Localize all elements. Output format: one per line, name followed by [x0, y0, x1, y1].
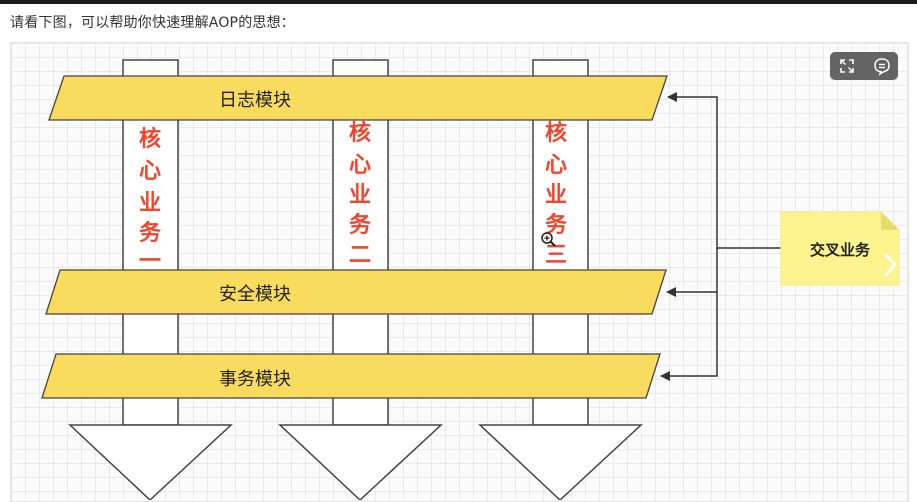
core-2-char-2: 心	[349, 153, 371, 178]
cross-cutting-note-label: 交叉业务	[810, 241, 871, 259]
core-1-char-3: 业	[139, 191, 161, 216]
core-1-char-1: 核	[139, 126, 161, 152]
zoom-cursor-icon	[541, 232, 556, 247]
core-2-char-5: 二	[349, 243, 371, 268]
top-bar	[0, 0, 917, 4]
module-security[interactable]: 安全模块	[45, 269, 667, 315]
core-2-char-3: 业	[349, 183, 371, 208]
core-3-char-2: 心	[545, 153, 567, 178]
module-log-label: 日志模块	[219, 90, 291, 111]
core-1-char-2: 心	[139, 159, 161, 184]
intro-text: 请看下图，可以帮助你快速理解AOP的思想：	[10, 15, 295, 31]
expand-icon[interactable]	[837, 56, 857, 76]
cross-cutting-connectors	[660, 92, 781, 381]
module-transaction[interactable]: 事务模块	[41, 353, 661, 399]
core-3-char-3: 业	[545, 183, 567, 208]
core-3-char-1: 核	[545, 120, 567, 146]
module-transaction-label: 事务模块	[219, 369, 291, 390]
core-3-char-5: 三	[545, 243, 567, 268]
core-2-char-1: 核	[349, 120, 371, 146]
module-log[interactable]: 日志模块	[48, 75, 668, 121]
comment-icon[interactable]	[872, 56, 892, 76]
cross-cutting-note[interactable]: 交叉业务	[780, 211, 900, 286]
diagram-toolbar	[830, 52, 898, 80]
core-1-char-4: 务	[139, 221, 162, 246]
chevron-right-icon[interactable]	[880, 250, 900, 280]
core-2-char-4: 务	[349, 213, 372, 238]
core-3-char-4: 务	[545, 213, 568, 238]
module-security-label: 安全模块	[219, 284, 291, 305]
core-1-char-5: 一	[139, 249, 161, 274]
